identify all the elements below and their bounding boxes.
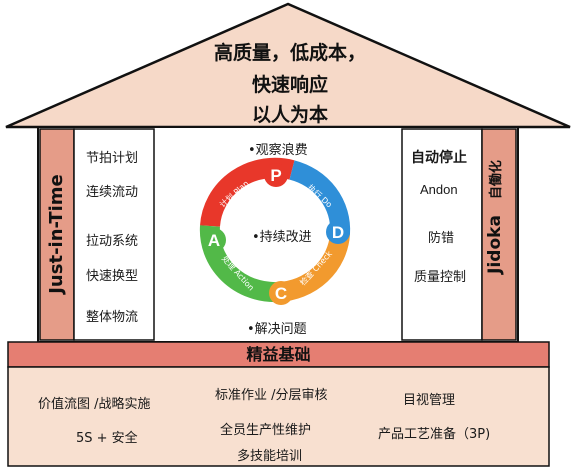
center-label-problem-solving: •解决问题 <box>247 322 307 337</box>
right-pillar-item: 自动停止 <box>411 150 467 166</box>
left-pillar-panel <box>73 128 155 341</box>
foundation-item: 标准作业 /分层审核 <box>215 388 328 403</box>
pdca-letter-p: P <box>270 166 281 185</box>
left-pillar-item: 拉动系统 <box>86 234 139 249</box>
right-pillar-panel <box>401 128 483 341</box>
roof-goal-line-1: 高质量，低成本， <box>213 42 366 64</box>
foundation-item: 目视管理 <box>403 393 456 408</box>
right-pillar-item: 防错 <box>428 231 455 246</box>
base-bar <box>7 341 550 368</box>
foundation-item: 全员生产性维护 <box>220 423 312 438</box>
left-pillar-item: 整体物流 <box>86 310 139 325</box>
right-pillar-item: 质量控制 <box>414 270 467 285</box>
right-pillar-title: Jidoka 自働化 <box>483 147 507 287</box>
foundation <box>7 366 550 467</box>
pdca-badge-a <box>202 228 226 252</box>
roof-goal-line-2: 快速响应 <box>251 74 328 96</box>
base-title: 精益基础 <box>246 345 311 364</box>
right-pillar-band <box>481 128 517 341</box>
center-label-continuous-improvement: •持续改进 <box>252 230 312 245</box>
pdca-letter-d: D <box>332 223 344 242</box>
pdca-badge-c <box>269 281 293 305</box>
pdca-letter-c: C <box>275 284 287 303</box>
center-label-observe-waste: •观察浪费 <box>248 143 308 158</box>
pdca-letter-a: A <box>208 231 220 250</box>
foundation-item: 5S + 安全 <box>76 431 138 446</box>
right-pillar-item: Andon <box>420 182 458 197</box>
left-pillar-title: Just-in-Time <box>46 174 67 294</box>
left-pillar-item: 快速换型 <box>86 269 139 284</box>
roof-goal-line-3: 以人为本 <box>251 104 328 126</box>
left-pillar-item: 连续流动 <box>86 185 139 200</box>
foundation-item: 产品工艺准备（3P) <box>378 427 491 442</box>
pdca-badge-p <box>264 163 288 187</box>
right-pillar-title-en: Jidoka <box>485 215 505 274</box>
pdca-badge-d <box>326 220 350 244</box>
foundation-item: 价值流图 /战略实施 <box>38 397 151 412</box>
foundation-item: 多技能培训 <box>237 449 303 464</box>
right-pillar-title-cn: 自働化 <box>489 160 504 200</box>
left-pillar-item: 节拍计划 <box>86 151 139 166</box>
left-pillar-band <box>39 128 75 341</box>
